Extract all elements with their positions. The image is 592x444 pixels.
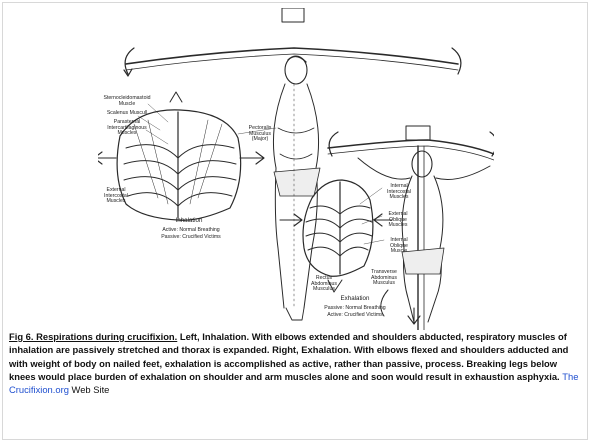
label-sternocleidomastoid: Sternocleidomastoid Muscle <box>98 96 156 107</box>
label-scalenus: Scalenus Muscull <box>98 111 156 117</box>
figure-illustration <box>98 8 494 330</box>
crucifixion-respiration-figure: Sternocleidomastoid Muscle Scalenus Musc… <box>98 8 494 330</box>
figure-caption: Fig 6. Respirations during crucifixion. … <box>9 330 583 396</box>
label-parasternal: Parasternal Intercartilaginous Muscles <box>98 120 156 137</box>
label-rectus: Rectus Abdominus Musculus <box>306 276 342 293</box>
label-inhalation-passive: Passive: Crucified Victims <box>146 235 236 241</box>
label-external-oblique: External Oblique Muscles <box>380 212 416 229</box>
label-internal-oblique: Internal Oblique Muscle <box>382 238 416 255</box>
label-transverse: Transverse Abdominus Musculus <box>364 270 404 287</box>
label-pectoralis: Pectoralis Musculus (Major) <box>241 126 279 143</box>
caption-suffix: Web Site <box>69 384 109 395</box>
label-exhalation-title: Exhalation <box>320 296 390 302</box>
caption-title: Fig 6. Respirations during crucifixion. <box>9 331 177 342</box>
label-exhalation-active: Active: Crucified Victims <box>310 313 400 319</box>
label-external-intercostal: External Intercostal Muscles <box>96 188 136 205</box>
label-inhalation-active: Active: Normal Breathing <box>146 228 236 234</box>
label-inhalation-title: Inhalation <box>154 218 224 224</box>
label-internal-intercostal: Internal Intercostal Muscles <box>380 184 418 201</box>
label-exhalation-passive: Passive: Normal Breathing <box>310 306 400 312</box>
